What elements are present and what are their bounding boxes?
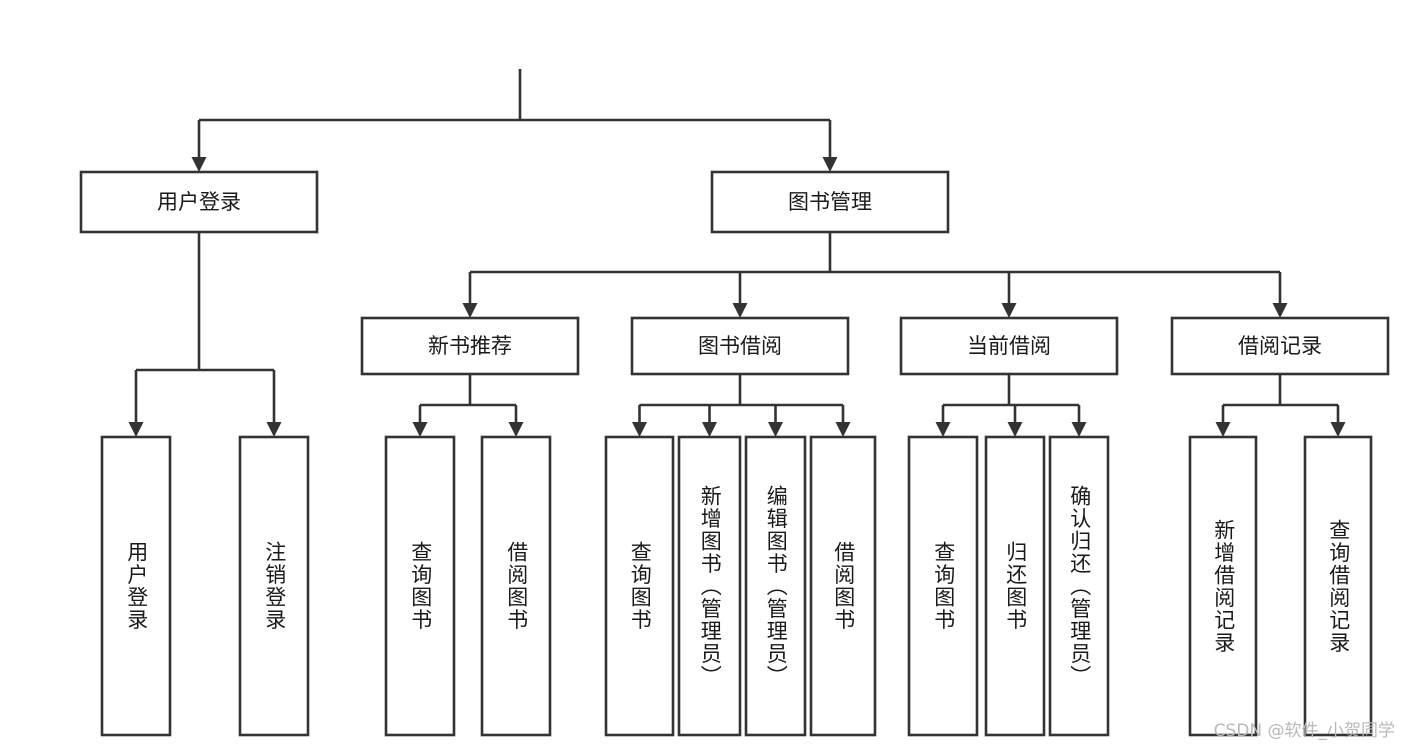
node-level3-0-label: 新书推荐	[428, 334, 512, 358]
node-level2-0-rect[interactable]	[79, 170, 319, 234]
node-level3-3-label: 借阅记录	[1238, 334, 1322, 358]
connector-lines	[128, 69, 1346, 437]
csdn-watermark: CSDN @软件_小贺同学	[1213, 721, 1395, 741]
node-level3-3[interactable]: 借阅记录	[1170, 316, 1390, 376]
leaf-node-11-rect[interactable]	[1188, 435, 1258, 737]
arrow-head	[1272, 303, 1288, 318]
leaf-node-5-rect[interactable]	[677, 435, 742, 737]
leaf-node-9-rect[interactable]	[984, 435, 1046, 737]
arrow-head	[935, 422, 951, 437]
node-level2-0-label: 用户登录	[157, 190, 241, 214]
leaf-node-4-rect[interactable]	[604, 435, 675, 737]
leaf-node-10[interactable]	[1048, 435, 1110, 737]
arrow-head	[266, 422, 282, 437]
leaf-node-4[interactable]	[604, 435, 675, 737]
node-level3-2-rect[interactable]	[899, 316, 1119, 376]
node-level3-1-rect[interactable]	[630, 316, 850, 376]
node-level3-2[interactable]: 当前借阅	[899, 316, 1119, 376]
arrow-head	[702, 422, 717, 437]
node-level3-0-rect[interactable]	[360, 316, 580, 376]
leaf-node-12-rect[interactable]	[1303, 435, 1373, 737]
node-level3-0[interactable]: 新书推荐	[360, 316, 580, 376]
arrow-head	[191, 157, 207, 172]
leaf-node-1-rect[interactable]	[238, 435, 310, 737]
leaf-node-11[interactable]	[1188, 435, 1258, 737]
leaf-node-3-rect[interactable]	[480, 435, 552, 737]
leaf-node-6[interactable]	[744, 435, 807, 737]
leaf-node-9[interactable]	[984, 435, 1046, 737]
leaf-node-5[interactable]	[677, 435, 742, 737]
leaf-node-7[interactable]	[809, 435, 877, 737]
arrow-head	[1007, 422, 1023, 437]
arrow-head	[1215, 422, 1231, 437]
node-level2-1-rect[interactable]	[710, 170, 950, 234]
node-level2-1[interactable]: 图书管理	[710, 170, 950, 234]
leaf-node-8[interactable]	[907, 435, 979, 737]
arrow-head	[508, 422, 524, 437]
leaf-node-2-rect[interactable]	[384, 435, 456, 737]
node-level2-1-label: 图书管理	[788, 190, 872, 214]
node-level3-2-label: 当前借阅	[967, 334, 1051, 358]
leaf-node-7-rect[interactable]	[809, 435, 877, 737]
leaf-node-10-rect[interactable]	[1048, 435, 1110, 737]
node-level3-1-label: 图书借阅	[698, 334, 782, 358]
arrow-head	[1330, 422, 1346, 437]
arrow-head	[462, 303, 478, 318]
arrow-head	[412, 422, 428, 437]
arrow-head	[768, 422, 783, 437]
leaf-node-12[interactable]	[1303, 435, 1373, 737]
leaf-node-2[interactable]	[384, 435, 456, 737]
arrow-head	[1001, 303, 1017, 318]
arrow-head	[1071, 422, 1087, 437]
leaf-node-0[interactable]	[100, 435, 172, 737]
arrow-head	[632, 422, 647, 437]
leaf-node-0-rect[interactable]	[100, 435, 172, 737]
leaf-node-3[interactable]	[480, 435, 552, 737]
node-level2-0[interactable]: 用户登录	[79, 170, 319, 234]
arrow-head	[128, 422, 144, 437]
arrow-head	[835, 422, 851, 437]
arrow-head	[732, 303, 748, 318]
leaf-node-8-rect[interactable]	[907, 435, 979, 737]
node-level3-3-rect[interactable]	[1170, 316, 1390, 376]
arrow-head	[822, 157, 838, 172]
leaf-node-6-rect[interactable]	[744, 435, 807, 737]
leaf-node-1[interactable]	[238, 435, 310, 737]
node-level3-1[interactable]: 图书借阅	[630, 316, 850, 376]
